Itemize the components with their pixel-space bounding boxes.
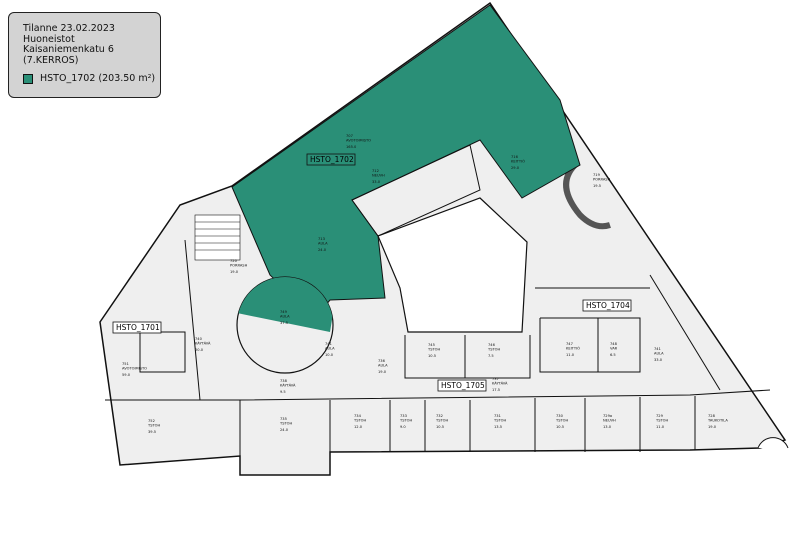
legend-floor: (7.KERROS)	[23, 54, 79, 66]
apartment-labels: HSTO_1701 HSTO_1702 HSTO_1704 HSTO_1705	[112, 153, 632, 392]
legend-item[interactable]: HSTO_1702 (203.50 m²)	[23, 73, 160, 85]
legend-category: Huoneistot	[23, 33, 75, 45]
corner-tower	[757, 437, 789, 449]
legend-status: Tilanne 23.02.2023	[23, 23, 115, 34]
interior-walls	[105, 239, 771, 456]
legend: Tilanne 23.02.2023 Huoneistot Kaisanieme…	[8, 12, 161, 98]
room-712-walls	[351, 144, 481, 237]
legend-address: Kaisaniemenkatu 6	[23, 44, 114, 55]
apartment-label[interactable]: HSTO_1702	[310, 155, 354, 164]
courtyard	[377, 197, 528, 333]
stairs	[194, 162, 611, 261]
legend-item-label: HSTO_1702 (203.50 m²)	[40, 73, 156, 84]
legend-swatch	[23, 74, 33, 85]
apartment-label[interactable]: HSTO_1704	[586, 301, 630, 310]
apartment-label[interactable]: HSTO_1705	[441, 381, 485, 390]
apartment-label[interactable]: HSTO_1701	[116, 323, 160, 332]
